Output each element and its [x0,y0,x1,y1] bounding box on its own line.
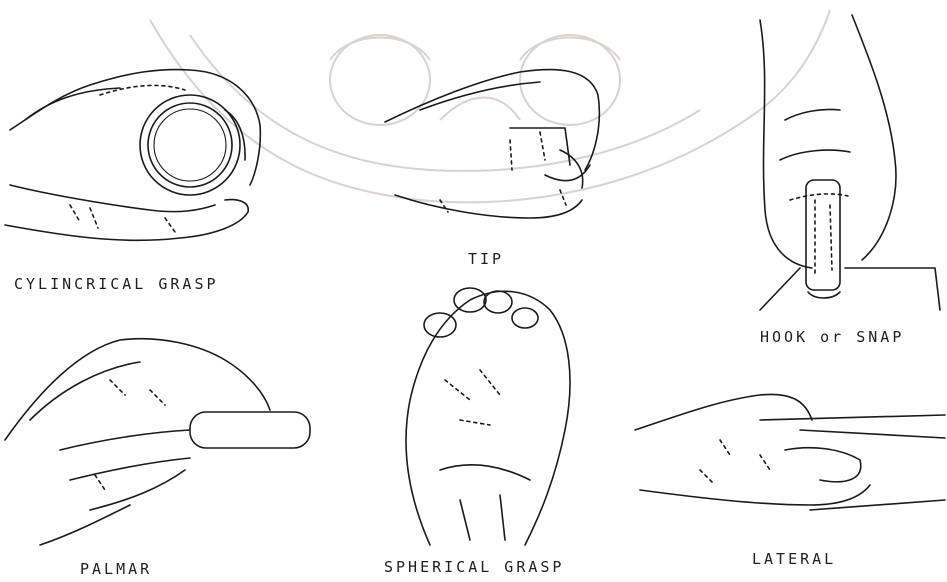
label-lateral: LATERAL [752,550,836,568]
